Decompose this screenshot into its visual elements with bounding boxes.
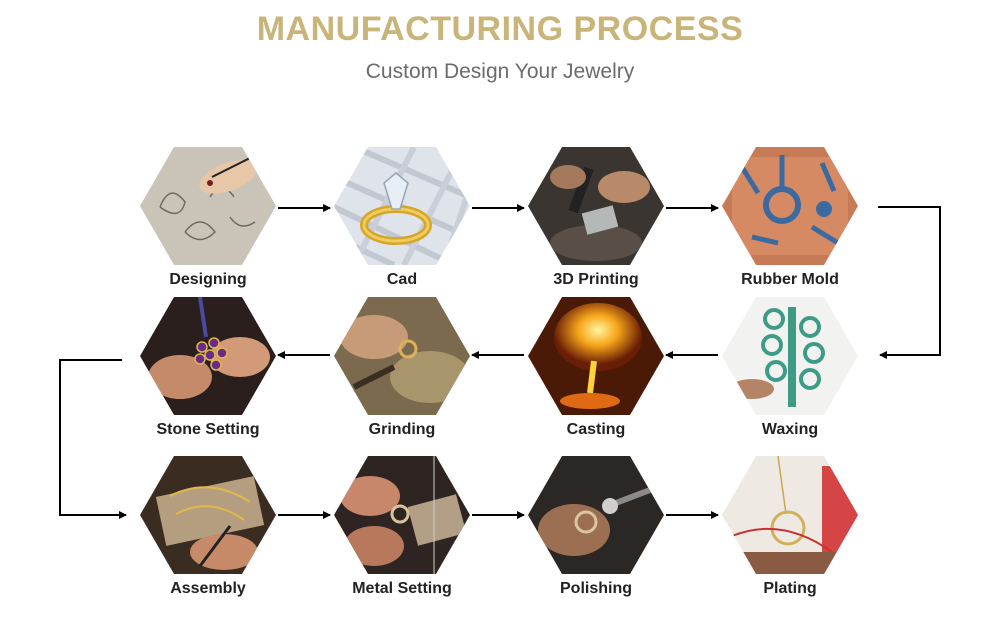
step-cad: Cad (334, 147, 470, 303)
arrow-rubber-mold-to-waxing (878, 206, 941, 359)
3d-printer-icon (528, 147, 664, 265)
step-3d-printing: 3D Printing (528, 147, 664, 303)
step-grinding: Grinding (334, 297, 470, 453)
sketch-hand-icon (140, 147, 276, 265)
step-label: Stone Setting (156, 421, 260, 438)
step-polishing: Polishing (528, 456, 664, 612)
page-title: MANUFACTURING PROCESS (256, 10, 744, 48)
arrow-stone-setting-to-assembly (59, 359, 127, 519)
step-label: Polishing (560, 580, 632, 597)
step-label: Waxing (761, 421, 819, 438)
ring-render-icon (334, 147, 470, 265)
step-waxing: Waxing (722, 297, 858, 453)
step-stone-setting: Stone Setting (140, 297, 276, 453)
rubber-mold-icon (722, 147, 858, 265)
tweezers-icon (334, 456, 470, 574)
step-label: Rubber Mold (741, 271, 839, 288)
step-label: Designing (169, 271, 247, 288)
pendant-icon (722, 456, 858, 574)
grinding-icon (334, 297, 470, 415)
step-metal-setting: Metal Setting (334, 456, 470, 612)
step-label: Grinding (368, 421, 436, 438)
step-casting: Casting (528, 297, 664, 453)
step-label: Metal Setting (352, 580, 452, 597)
polishing-wheel-icon (528, 456, 664, 574)
page-subtitle: Custom Design Your Jewelry (365, 60, 635, 83)
step-label: Plating (763, 580, 817, 597)
assembly-icon (140, 456, 276, 574)
step-label: Assembly (170, 580, 246, 597)
molten-metal-icon (528, 297, 664, 415)
gemstone-icon (140, 297, 276, 415)
step-assembly: Assembly (140, 456, 276, 612)
step-label: Cad (386, 271, 418, 288)
step-designing: Designing (140, 147, 276, 303)
step-label: 3D Printing (553, 271, 639, 288)
step-rubber-mold: Rubber Mold (722, 147, 858, 303)
step-label: Casting (566, 421, 626, 438)
step-plating: Plating (722, 456, 858, 612)
wax-tree-icon (722, 297, 858, 415)
